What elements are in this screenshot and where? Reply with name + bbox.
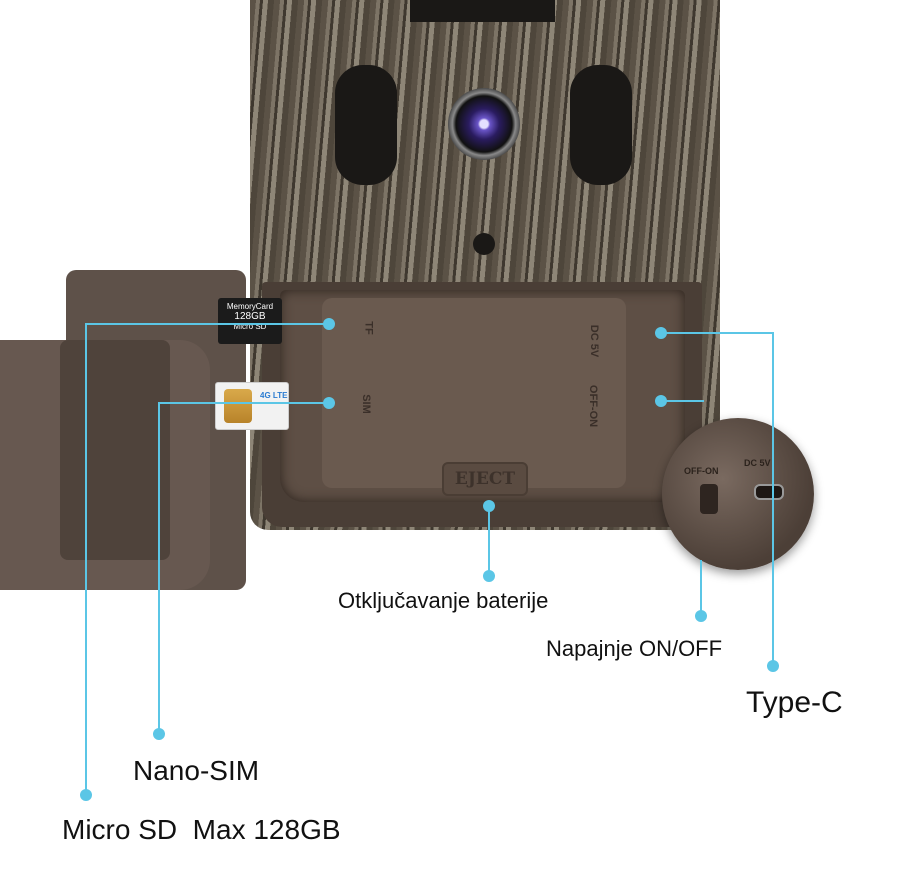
callout-line xyxy=(85,323,87,793)
eject-button: EJECT xyxy=(442,462,528,496)
callout-line xyxy=(660,332,774,334)
sim-chip xyxy=(224,389,252,423)
top-sensor xyxy=(410,0,555,22)
typec-caption: Type-C xyxy=(746,686,843,719)
callout-line xyxy=(85,323,328,325)
power-caption: Napajnje ON/OFF xyxy=(546,636,723,661)
callout-line xyxy=(660,400,704,402)
nanosim-caption: Nano-SIM xyxy=(133,755,260,786)
callout-dot xyxy=(483,570,495,582)
callout-line xyxy=(158,402,328,404)
door-latch-inner xyxy=(60,340,170,560)
callout-line xyxy=(700,560,702,615)
sd-capacity: 128GB xyxy=(234,311,266,322)
callout-line xyxy=(772,332,774,665)
callout-dot xyxy=(767,660,779,672)
sim-label: SIM xyxy=(359,394,372,414)
callout-dot xyxy=(80,789,92,801)
callout-dot xyxy=(483,500,495,512)
micro-sd-card: MemoryCard 128GB Micro SD xyxy=(218,298,282,344)
sd-brand: MemoryCard xyxy=(226,302,274,311)
microsd-caption: Micro SD Max 128GB xyxy=(62,814,341,845)
offon-label: OFF-ON xyxy=(587,384,600,428)
battery-pack xyxy=(322,298,626,488)
closeup-circle: OFF-ON DC 5V xyxy=(662,418,814,570)
power-switch xyxy=(700,484,718,514)
callout-line xyxy=(158,402,160,732)
callout-line xyxy=(488,505,490,577)
callout-dot xyxy=(655,395,667,407)
camera-lens xyxy=(448,88,520,160)
ir-panel-left xyxy=(335,65,397,185)
dc-label: DC 5V xyxy=(588,324,601,358)
callout-dot xyxy=(695,610,707,622)
ir-panel-right xyxy=(570,65,632,185)
tf-label: TF xyxy=(362,321,375,335)
closeup-dc-label: DC 5V xyxy=(744,458,771,468)
typec-port xyxy=(754,484,784,500)
nano-sim-card: 4G LTE xyxy=(215,382,289,430)
closeup-offon-label: OFF-ON xyxy=(684,466,719,476)
callout-dot xyxy=(655,327,667,339)
battery-unlock-caption: Otključavanje baterije xyxy=(338,588,549,613)
callout-dot xyxy=(323,397,335,409)
sim-badge: 4G LTE xyxy=(260,391,288,400)
callout-dot xyxy=(153,728,165,740)
sd-type: Micro SD xyxy=(233,322,267,331)
pir-sensor xyxy=(473,233,495,255)
callout-dot xyxy=(323,318,335,330)
